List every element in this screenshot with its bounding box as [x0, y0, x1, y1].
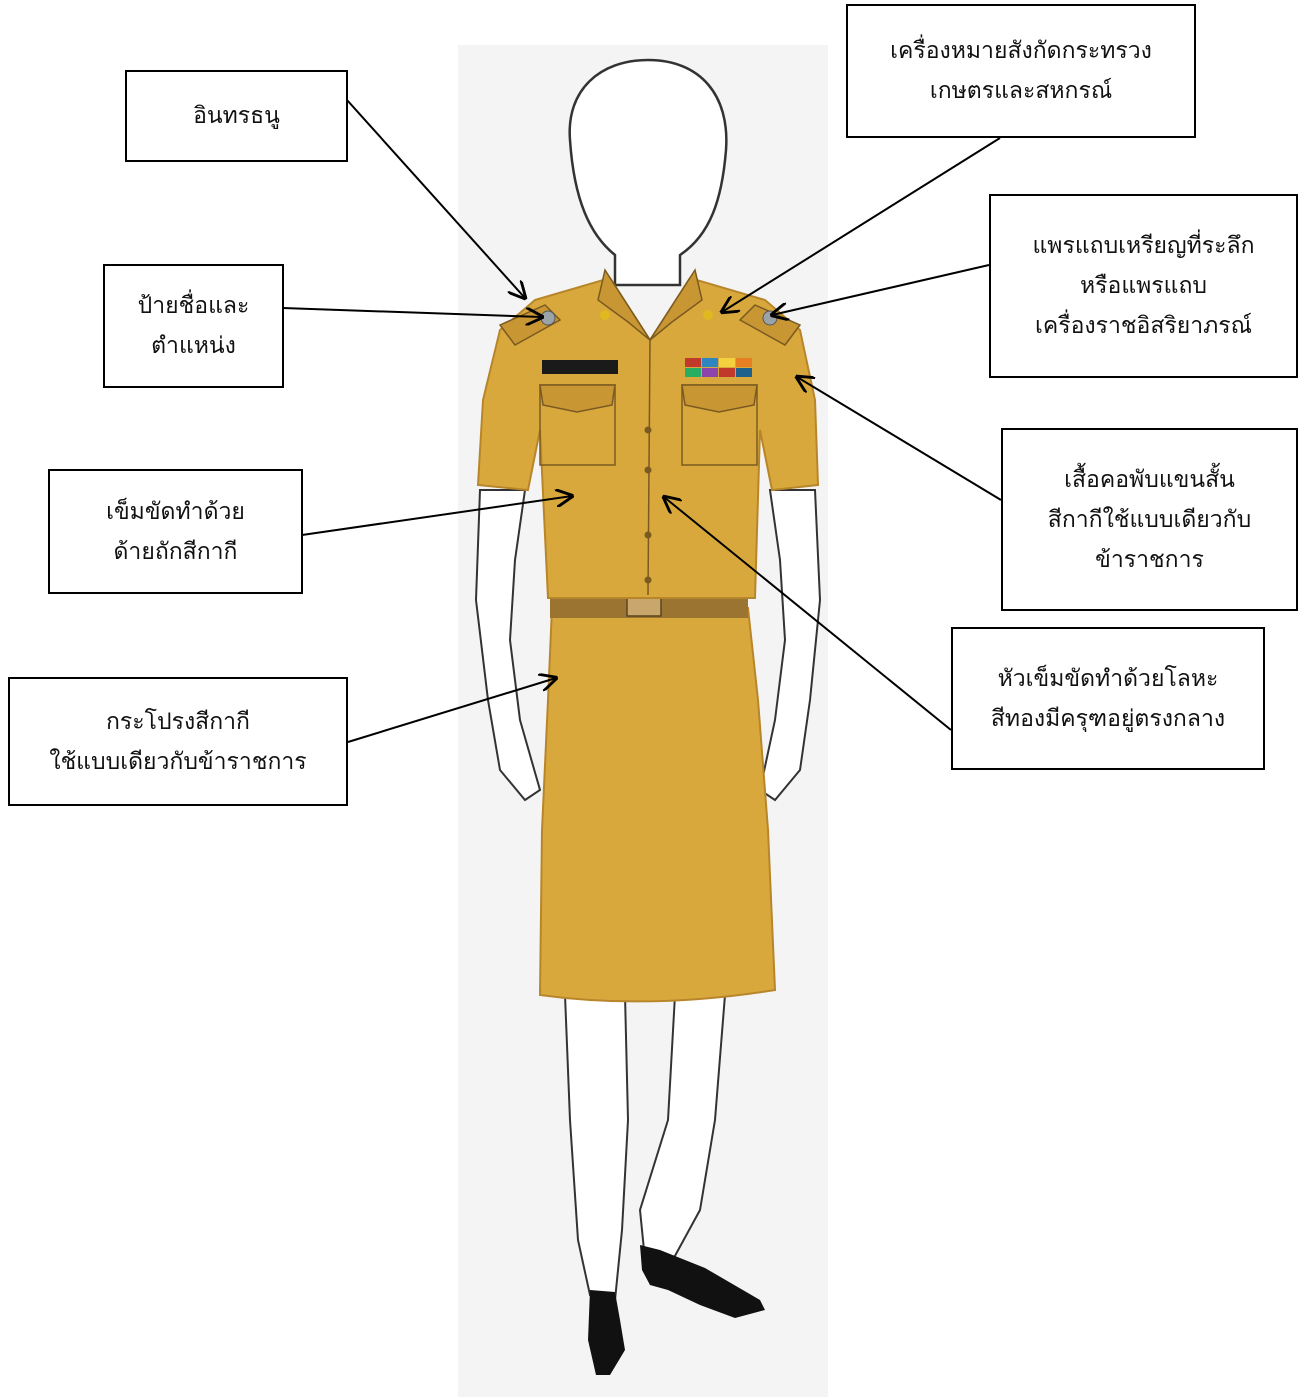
- label-line: เครื่องราชอิสริยาภรณ์: [1035, 313, 1252, 339]
- buckle-shape: [626, 597, 662, 617]
- label-line: กระโปรงสีกากี: [106, 708, 250, 735]
- label-line: สีทองมีครุฑอยู่ตรงกลาง: [990, 705, 1226, 732]
- label-line: เกษตรและสหกรณ์: [929, 78, 1113, 104]
- label-line: ป้ายชื่อและ: [137, 293, 250, 319]
- label-name-tag: ป้ายชื่อและ ตำแหน่ง: [103, 264, 284, 388]
- left-shoe: [588, 1290, 625, 1375]
- leader-arrows: [282, 99, 1002, 743]
- collar: [649, 268, 703, 341]
- label-line: เครื่องหมายสังกัดกระทรวง: [890, 38, 1152, 64]
- arrow-skirt: [347, 678, 556, 743]
- label-line: ด้ายถักสีกากี: [113, 538, 238, 565]
- label-line: เข็มขัดทำด้วย: [106, 498, 245, 525]
- name-tag-shape: [542, 360, 618, 374]
- label-buckle: หัวเข็มขัดทำด้วยโลหะ สีทองมีครุฑอยู่ตรงก…: [951, 627, 1265, 770]
- label-line: สีกากีใช้แบบเดียวกับ: [1047, 506, 1252, 533]
- label-medal-ribbon: แพรแถบเหรียญที่ระลึก หรือแพรแถบ เครื่องร…: [989, 194, 1298, 378]
- label-line: ใช้แบบเดียวกับข้าราชการ: [49, 748, 307, 775]
- shoes: [588, 1245, 765, 1375]
- label-line: อินทรธนู: [193, 103, 280, 129]
- label-line: ข้าราชการ: [1095, 546, 1204, 573]
- skirt-shape: [538, 607, 777, 1003]
- right-shoe: [640, 1245, 765, 1318]
- pockets: [539, 384, 758, 466]
- arrow-shirt: [797, 377, 1002, 501]
- arrow-ministry-emblem: [722, 137, 1001, 312]
- ribbon-bars: [685, 358, 752, 377]
- head: [568, 58, 728, 287]
- arrow-name-tag: [282, 307, 542, 317]
- arrow-epaulette: [346, 99, 525, 298]
- label-belt: เข็มขัดทำด้วย ด้ายถักสีกากี: [48, 469, 303, 594]
- arrow-belt: [301, 496, 572, 536]
- label-line: หรือแพรแถบ: [1079, 273, 1208, 299]
- label-shirt: เสื้อคอพับแขนสั้น สีกากีใช้แบบเดียวกับ ข…: [1001, 428, 1298, 611]
- label-line: เสื้อคอพับแขนสั้น: [1064, 466, 1235, 493]
- label-line: หัวเข็มขัดทำด้วยโลหะ: [997, 665, 1219, 692]
- arms: [474, 489, 822, 802]
- label-skirt: กระโปรงสีกากี ใช้แบบเดียวกับข้าราชการ: [8, 677, 348, 806]
- collar: [597, 268, 651, 341]
- arrow-medal-ribbon: [772, 264, 990, 315]
- label-line: แพรแถบเหรียญที่ระลึก: [1032, 233, 1255, 259]
- label-epaulette: อินทรธนู: [125, 70, 348, 162]
- arrow-buckle: [664, 497, 952, 731]
- label-ministry-emblem: เครื่องหมายสังกัดกระทรวง เกษตรและสหกรณ์: [846, 4, 1196, 138]
- label-line: ตำแหน่ง: [151, 333, 236, 359]
